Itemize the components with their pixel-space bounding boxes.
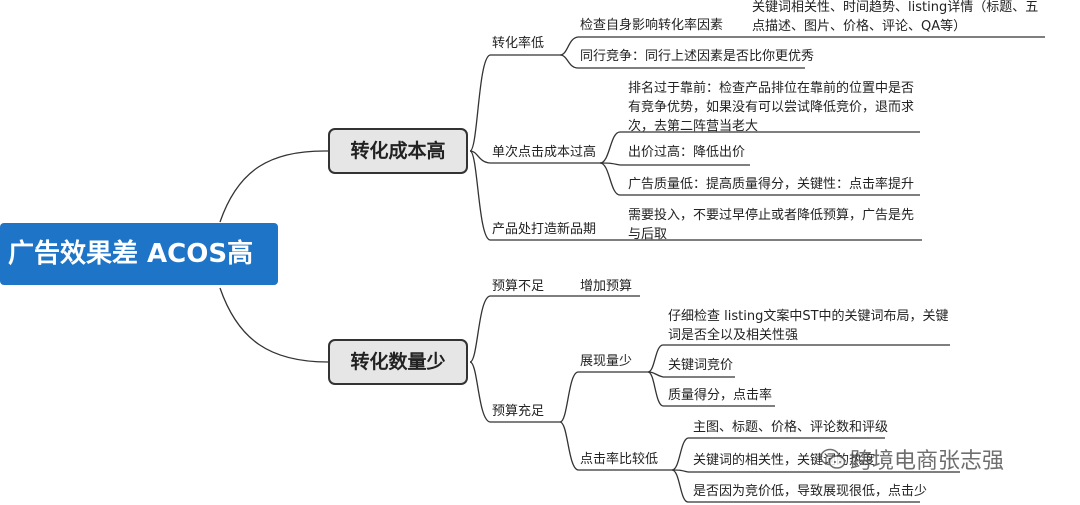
branch-low-volume: 转化数量少 (328, 339, 468, 385)
node-main-image: 主图、标题、价格、评论数和评级 (693, 420, 889, 435)
node-budget-enough: 预算充足 (492, 404, 545, 419)
node-increase-budget: 增加预算 (580, 279, 633, 294)
wechat-icon (820, 448, 846, 469)
branch-high-cost: 转化成本高 (328, 128, 468, 174)
node-rank-top: 排名过于靠前：检查产品排位在靠前的位置中是否有竞争优势，如果没有可以尝试降低竞价… (628, 81, 915, 134)
node-keyword-layout: 仔细检查 listing文案中ST中的关键词布局，关键词是否全以及相关性强 (668, 309, 949, 343)
root-node: 广告效果差 ACOS高 (0, 223, 278, 285)
node-new-product-advice: 需要投入，不要过早停止或者降低预算，广告是先与后取 (628, 208, 915, 242)
node-budget-short: 预算不足 (492, 279, 545, 294)
node-check-self-detail: 关键词相关性、时间趋势、listing详情（标题、五点描述、图片、价格、评论、Q… (752, 0, 1039, 34)
node-quality-low: 广告质量低：提高质量得分，关键性：点击率提升 (628, 177, 915, 192)
node-new-product: 产品处打造新品期 (492, 222, 597, 237)
node-bid-high: 出价过高：降低出价 (628, 145, 746, 160)
node-check-self: 检查自身影响转化率因素 (580, 18, 724, 33)
node-low-conversion: 转化率低 (492, 36, 545, 51)
node-high-cpc: 单次点击成本过高 (492, 145, 597, 160)
node-low-bid: 是否因为竞价低，导致展现很低，点击少 (693, 484, 928, 499)
node-low-ctr: 点击率比较低 (580, 452, 659, 467)
watermark-text: 跨境电商张志强 (850, 449, 1005, 474)
node-keyword-bid: 关键词竞价 (668, 358, 734, 373)
node-peer-competition: 同行竞争：同行上述因素是否比你更优秀 (580, 49, 815, 64)
watermark: 跨境电商张志强 (820, 443, 1004, 475)
node-quality-ctr: 质量得分，点击率 (668, 388, 773, 403)
node-low-impressions: 展现量少 (580, 354, 633, 369)
